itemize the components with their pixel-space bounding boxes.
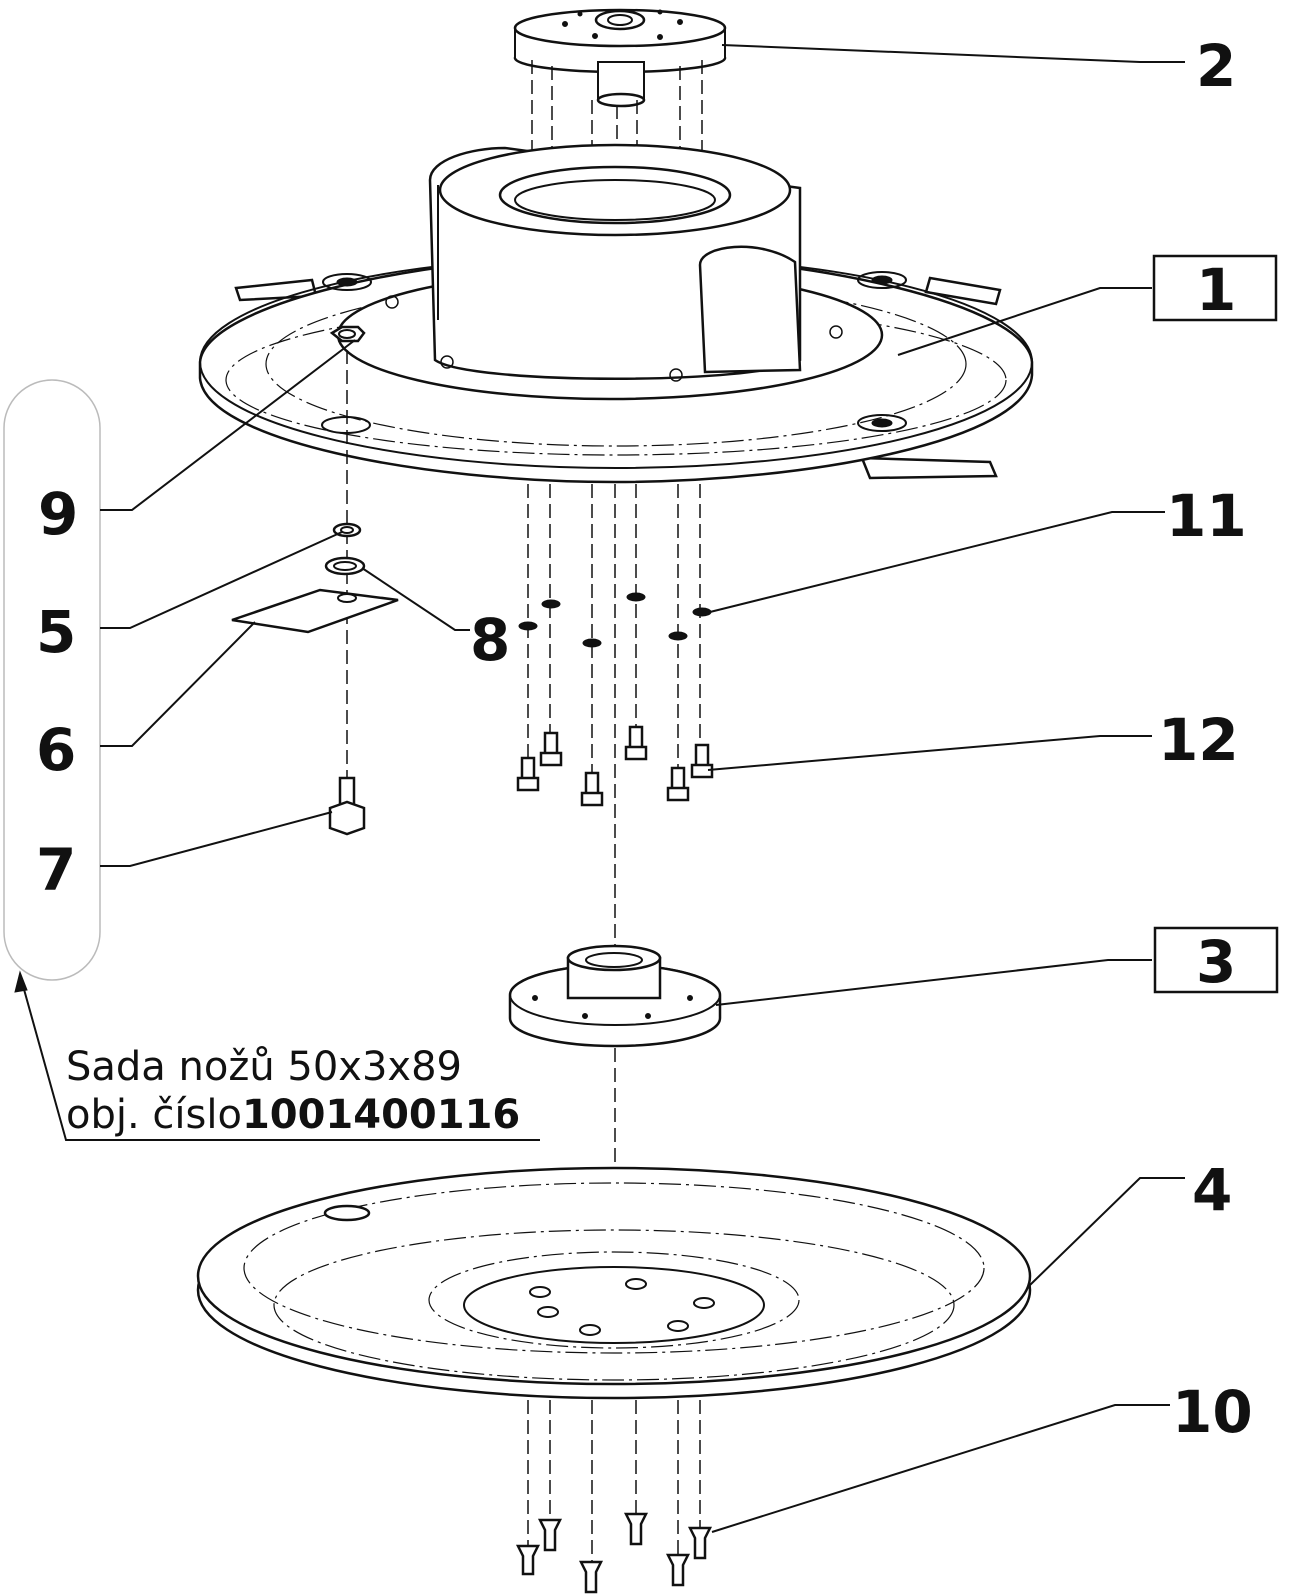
knife-set-note-line1: Sada nožů 50x3x89 <box>66 1044 462 1090</box>
order-number-label: obj. číslo <box>66 1092 242 1138</box>
part-3-lower-flange <box>508 944 722 1048</box>
callout-3-box <box>1153 926 1279 994</box>
callout-1-box <box>1152 254 1278 322</box>
callout-7: 7 <box>36 836 76 904</box>
part-4-bottom-disk <box>196 1166 1032 1400</box>
callout-10: 10 <box>1172 1378 1253 1446</box>
screws-10 <box>515 1512 713 1594</box>
guide-lines-bottom <box>527 1400 701 1562</box>
screws-12 <box>516 725 714 807</box>
knife-set-bracket <box>3 379 101 981</box>
leader-lines <box>14 44 1185 1533</box>
part-2-top-flange <box>513 8 727 108</box>
callout-2: 2 <box>1196 32 1236 100</box>
knife-set-parts <box>231 522 399 836</box>
callout-3: 3 <box>1196 928 1236 996</box>
callout-5: 5 <box>36 598 76 666</box>
callout-8: 8 <box>470 606 510 674</box>
knife-set-note-line2: obj. číslo1001400116 <box>66 1092 520 1138</box>
callout-9: 9 <box>38 480 78 548</box>
callout-11: 11 <box>1166 482 1247 550</box>
callout-6: 6 <box>36 716 76 784</box>
part-1-housing <box>198 143 1034 484</box>
washers-11 <box>518 592 712 648</box>
guide-lines-middle <box>346 350 701 955</box>
order-number-value: 1001400116 <box>242 1092 520 1138</box>
callout-1: 1 <box>1196 256 1236 324</box>
callout-12: 12 <box>1158 706 1239 774</box>
callout-4: 4 <box>1192 1156 1232 1224</box>
